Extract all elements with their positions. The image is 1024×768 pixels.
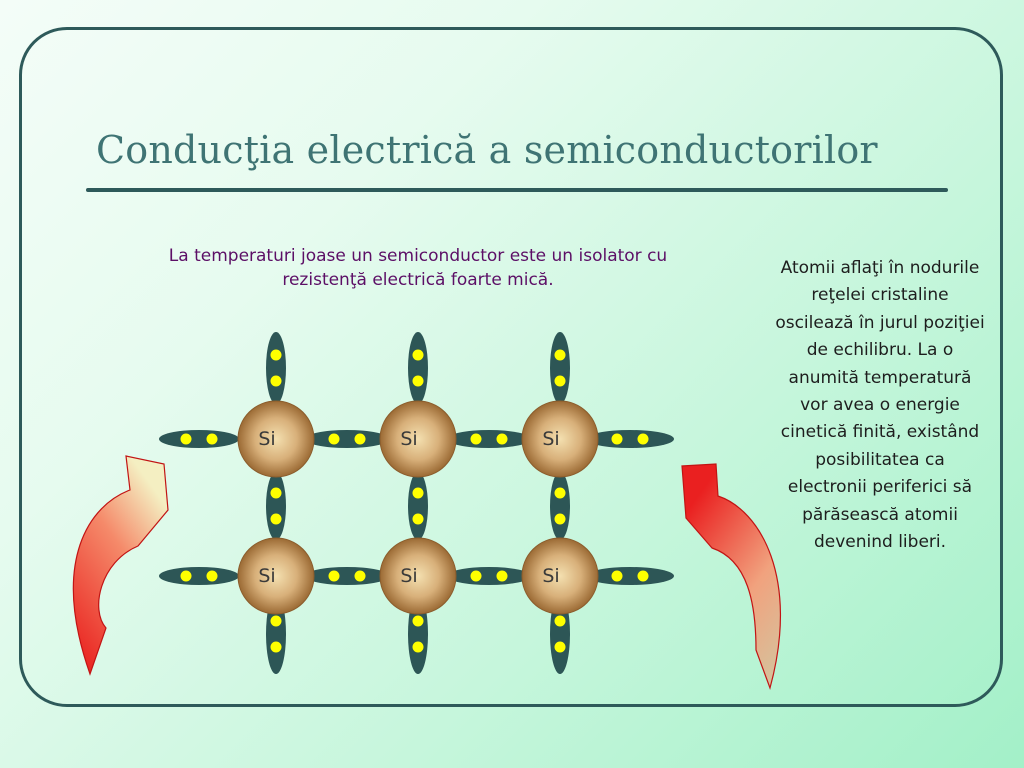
- electron: [412, 349, 424, 361]
- title-underline: [86, 188, 948, 192]
- atom-label: Si: [400, 428, 417, 450]
- silicon-atom: [379, 400, 457, 478]
- electron: [637, 433, 649, 445]
- electron: [611, 570, 623, 582]
- electron: [470, 433, 482, 445]
- horizontal-bond: [305, 430, 389, 448]
- vertical-bond: [266, 332, 286, 404]
- electron: [470, 570, 482, 582]
- horizontal-bond: [447, 430, 531, 448]
- lattice-caption: La temperaturi joase un semiconductor es…: [168, 246, 668, 290]
- vertical-bond: [550, 472, 570, 540]
- electron: [412, 375, 424, 387]
- horizontal-bond: [586, 567, 674, 585]
- electron: [270, 641, 282, 653]
- atom-label: Si: [258, 565, 275, 587]
- electron: [270, 487, 282, 499]
- electron: [270, 375, 282, 387]
- atom-label: Si: [258, 428, 275, 450]
- electron: [354, 570, 366, 582]
- electron: [354, 433, 366, 445]
- electron: [496, 433, 508, 445]
- electron: [180, 433, 192, 445]
- right-curved-arrow: [681, 463, 782, 690]
- electron: [496, 570, 508, 582]
- slide-frame: [19, 27, 1003, 707]
- electron: [637, 570, 649, 582]
- explanation-text: Atomii aflaţi în nodurile reţelei crista…: [775, 258, 985, 553]
- atom-label: Si: [542, 428, 559, 450]
- silicon-atom: [521, 400, 599, 478]
- electron: [554, 349, 566, 361]
- electron: [412, 615, 424, 627]
- horizontal-bond: [447, 567, 531, 585]
- electron: [554, 513, 566, 525]
- electron: [554, 615, 566, 627]
- electron: [328, 433, 340, 445]
- atom-label: Si: [542, 565, 559, 587]
- vertical-bond: [408, 332, 428, 404]
- electron: [206, 570, 218, 582]
- horizontal-bond: [586, 430, 674, 448]
- silicon-atom: [237, 400, 315, 478]
- electron: [206, 433, 218, 445]
- electron: [554, 487, 566, 499]
- left-curved-arrow: [72, 455, 169, 676]
- atom-label: Si: [400, 565, 417, 587]
- slide-title: Conducţia electrică a semiconductorilor: [96, 128, 878, 172]
- electron: [412, 641, 424, 653]
- vertical-bond: [408, 472, 428, 540]
- silicon-atom: [379, 537, 457, 615]
- electron: [412, 487, 424, 499]
- electron: [611, 433, 623, 445]
- electron: [270, 513, 282, 525]
- electron: [554, 375, 566, 387]
- vertical-bond: [550, 332, 570, 404]
- electron: [554, 641, 566, 653]
- electron: [328, 570, 340, 582]
- horizontal-bond: [159, 430, 239, 448]
- silicon-atom: [237, 537, 315, 615]
- electron: [412, 513, 424, 525]
- horizontal-bond: [159, 567, 239, 585]
- electron: [270, 349, 282, 361]
- silicon-atom: [521, 537, 599, 615]
- covalent-bonds: [159, 332, 674, 674]
- vertical-bond: [266, 472, 286, 540]
- horizontal-bond: [305, 567, 389, 585]
- electron: [180, 570, 192, 582]
- electron: [270, 615, 282, 627]
- valence-electrons: [180, 349, 649, 653]
